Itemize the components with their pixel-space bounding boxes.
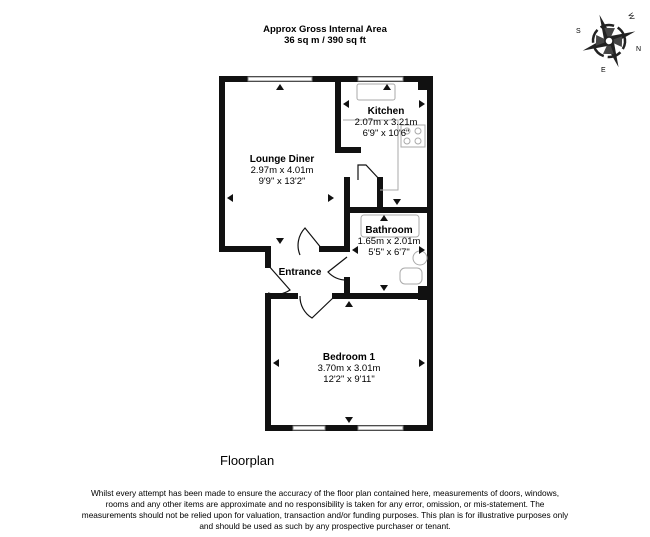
disclaimer: Whilst every attempt has been made to en…	[81, 488, 569, 531]
area-title: Approx Gross Internal Area	[263, 24, 387, 35]
room-imperial-bathroom: 5'5" x 6'7"	[368, 247, 410, 258]
measurement-arrows	[227, 84, 425, 423]
room-imperial-bedroom: 12'2" x 9'11"	[323, 374, 374, 385]
room-metric-bathroom: 1.65m x 2.01m	[358, 236, 421, 247]
area-value: 36 sq m / 390 sq ft	[284, 35, 366, 46]
room-metric-lounge: 2.97m x 4.01m	[251, 165, 314, 176]
room-name-bedroom: Bedroom 1	[323, 352, 376, 363]
room-metric-kitchen: 2.07m x 3.21m	[355, 117, 418, 128]
room-name-bathroom: Bathroom	[365, 225, 412, 236]
room-name-entrance: Entrance	[279, 267, 322, 278]
room-imperial-kitchen: 6'9" x 10'6"	[363, 128, 410, 139]
room-imperial-lounge: 9'9" x 13'2"	[259, 176, 306, 187]
compass-w: W	[626, 12, 635, 21]
compass-rose-icon	[582, 14, 636, 68]
room-name-lounge: Lounge Diner	[250, 154, 315, 165]
windows	[247, 76, 404, 431]
compass-e: E	[601, 67, 606, 74]
plan-label: Floorplan	[220, 453, 275, 468]
compass-s: S	[576, 28, 581, 35]
doors	[267, 164, 381, 319]
room-name-kitchen: Kitchen	[368, 106, 405, 117]
room-metric-bedroom: 3.70m x 3.01m	[318, 363, 381, 374]
compass-n: N	[636, 46, 641, 53]
fixtures	[343, 83, 428, 285]
